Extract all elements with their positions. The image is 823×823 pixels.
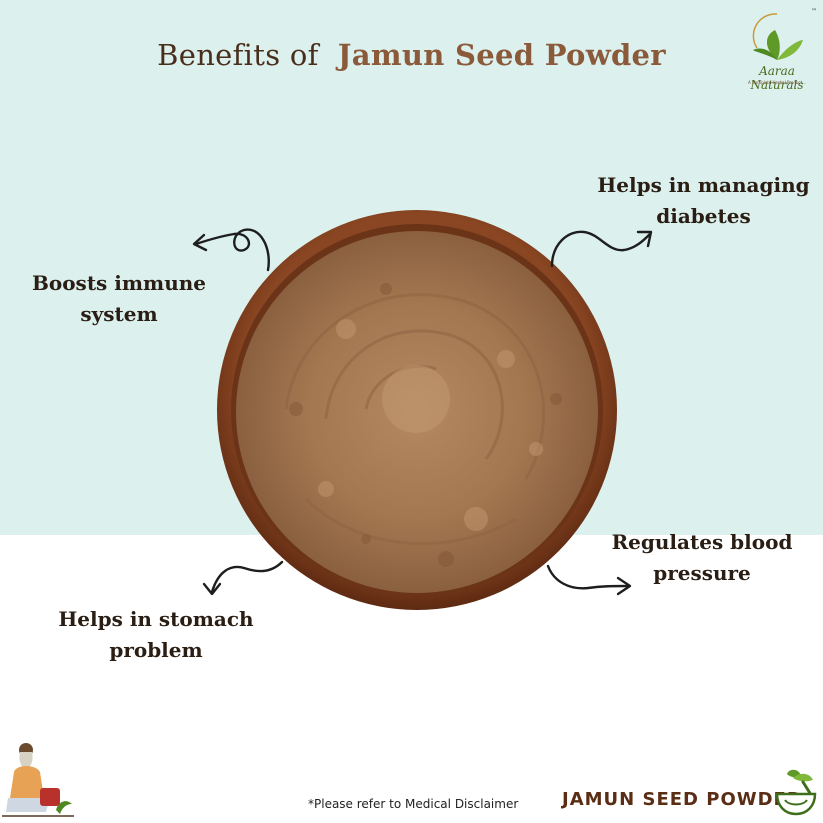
benefit-diabetes-line2: diabetes	[656, 204, 751, 228]
benefit-blood-pressure-line2: pressure	[653, 561, 751, 585]
benefit-blood-pressure-line1: Regulates blood	[611, 530, 793, 554]
leaf-logo-icon	[752, 13, 803, 60]
curved-arrow-icon	[550, 230, 653, 268]
curved-arrow-icon	[546, 564, 632, 596]
benefit-blood-pressure: Regulates blood pressure	[610, 527, 794, 589]
curved-arrow-icon	[202, 560, 284, 596]
mortar-pestle-icon	[775, 769, 817, 816]
powder-bowl-image	[217, 210, 617, 610]
benefit-diabetes-line1: Helps in managing	[597, 173, 810, 197]
sage-illustration-icon	[2, 743, 74, 817]
brand-logo: ™ Aaraa Naturals A Complete Herbal Produ…	[735, 8, 819, 92]
brand-name: Aaraa Naturals	[750, 64, 804, 92]
title-part2: Jamun Seed Powder	[337, 38, 666, 72]
curved-arrow-icon	[192, 228, 270, 272]
benefit-stomach-line2: problem	[109, 638, 203, 662]
benefit-immune-line2: system	[80, 302, 158, 326]
benefit-immune: Boosts immune system	[30, 268, 208, 330]
benefit-stomach-line1: Helps in stomach	[58, 607, 254, 631]
benefit-immune-line1: Boosts immune	[31, 271, 207, 295]
medical-disclaimer: *Please refer to Medical Disclaimer	[308, 797, 519, 811]
trademark-mark: ™	[811, 8, 817, 15]
benefit-diabetes: Helps in managing diabetes	[596, 170, 811, 232]
benefit-stomach: Helps in stomach problem	[58, 604, 254, 666]
brand-tagline: A Complete Herbal Product...	[747, 80, 807, 85]
title-part1: Benefits of	[157, 38, 319, 72]
product-name: JAMUN SEED POWDER	[562, 789, 802, 810]
page-title: Benefits of Jamun Seed Powder	[0, 38, 823, 72]
